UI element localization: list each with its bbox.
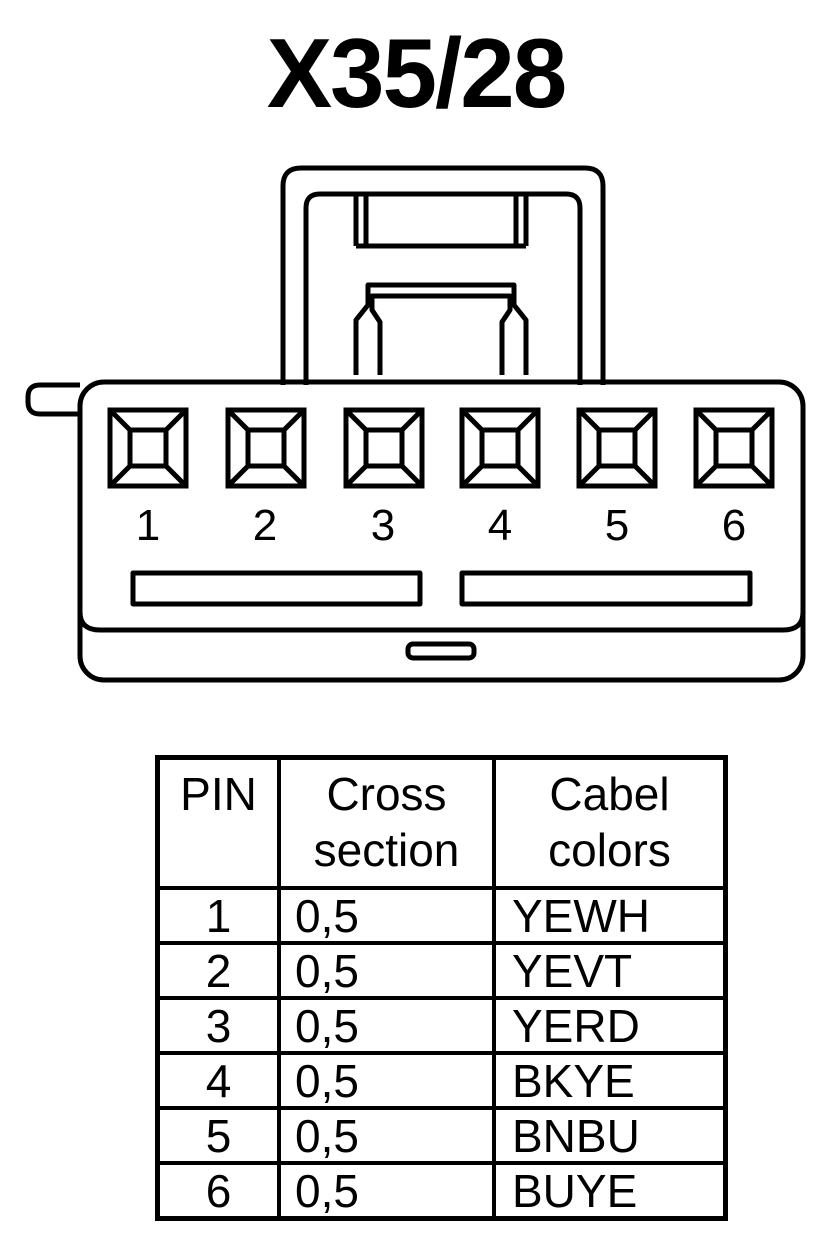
housing-key [405, 641, 477, 661]
row-cross-section: 0,5 [277, 1051, 496, 1110]
row-cable-color: YERD [492, 996, 728, 1055]
pin-cavity-1 [107, 407, 189, 489]
header-pin: PIN [155, 755, 281, 890]
row-cable-color: BKYE [492, 1051, 728, 1110]
table-row: 1 0,5 YEWH [155, 886, 728, 945]
pin-number-4: 4 [488, 501, 512, 550]
pin-number-1: 1 [136, 501, 160, 550]
row-pin: 1 [155, 886, 281, 945]
connector-title: X35/28 [266, 18, 568, 128]
row-cable-color: YEVT [492, 941, 728, 1000]
row-cross-section: 0,5 [277, 1161, 496, 1221]
side-tab [25, 382, 80, 417]
housing-slot-left [130, 570, 423, 607]
housing-slot-right [459, 570, 753, 607]
pin-cavity-6 [693, 407, 775, 489]
row-pin: 3 [155, 996, 281, 1055]
table-row: 5 0,5 BNBU [155, 1106, 728, 1165]
row-pin: 2 [155, 941, 281, 1000]
row-cross-section: 0,5 [277, 1106, 496, 1165]
pin-cavity-3 [343, 407, 425, 489]
row-pin: 4 [155, 1051, 281, 1110]
row-cross-section: 0,5 [277, 941, 496, 1000]
row-pin: 5 [155, 1106, 281, 1165]
pin-number-3: 3 [371, 501, 395, 550]
table-row: 3 0,5 YERD [155, 996, 728, 1055]
pin-number-5: 5 [605, 501, 629, 550]
row-pin: 6 [155, 1161, 281, 1221]
row-cross-section: 0,5 [277, 886, 496, 945]
row-cable-color: BNBU [492, 1106, 728, 1165]
connector-diagram: 1 2 3 4 5 6 [25, 165, 806, 683]
latch-inner [303, 191, 583, 385]
row-cable-color: YEWH [492, 886, 728, 945]
pin-number-6: 6 [722, 501, 746, 550]
connector-housing [77, 379, 806, 683]
row-cross-section: 0,5 [277, 996, 496, 1055]
table-row: 6 0,5 BUYE [155, 1161, 728, 1221]
pin-number-2: 2 [253, 501, 277, 550]
row-cable-color: BUYE [492, 1161, 728, 1221]
pin-cavity-5 [576, 407, 658, 489]
pin-cavity-2 [225, 407, 307, 489]
pin-cavity-4 [459, 407, 541, 489]
latch-outer [280, 165, 606, 385]
table-row: 4 0,5 BKYE [155, 1051, 728, 1110]
table-row: 2 0,5 YEVT [155, 941, 728, 1000]
